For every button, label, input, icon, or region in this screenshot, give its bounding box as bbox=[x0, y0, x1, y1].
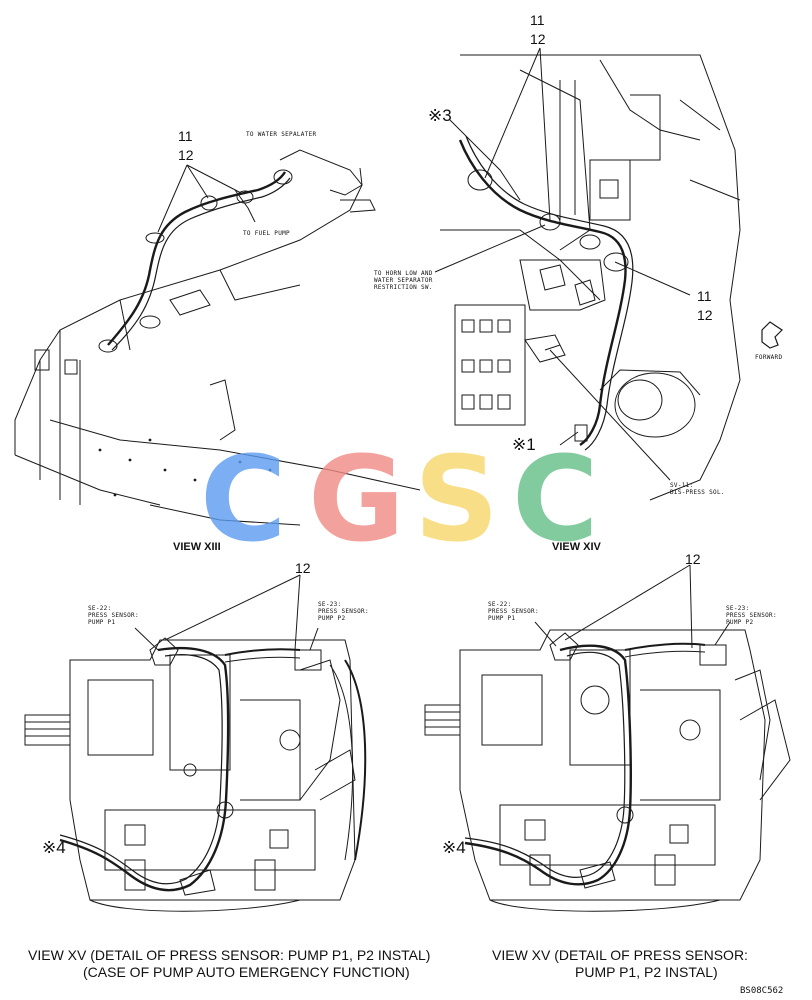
watermark-c1: C bbox=[200, 430, 287, 568]
se23-right-line1: SE-23: bbox=[726, 605, 750, 612]
se23-left-line2: PRESS SENSOR: bbox=[318, 608, 369, 615]
to-horn-label: TO HORN LOW AND WATER SEPARATOR RESTRICT… bbox=[374, 270, 433, 291]
reference-mark-3: ※3 bbox=[428, 106, 452, 125]
se22-left-line2: PRESS SENSOR: bbox=[88, 612, 139, 619]
to-water-separater-label: TO WATER SEPALATER bbox=[246, 131, 317, 138]
callout-12-view14-top: 12 bbox=[530, 31, 546, 47]
to-horn-line2: WATER SEPARATOR bbox=[374, 277, 433, 284]
caption-right-line2: PUMP P1, P2 INSTAL) bbox=[575, 964, 718, 980]
watermark-c2: C bbox=[512, 430, 599, 568]
view-xiii-title: VIEW XIII bbox=[173, 541, 221, 553]
watermark-letter-2: G bbox=[308, 440, 405, 558]
watermark-letter-1: C bbox=[200, 440, 287, 558]
se23-label-right: SE-23: PRESS SENSOR: PUMP P2 bbox=[726, 605, 777, 626]
se23-label-left: SE-23: PRESS SENSOR: PUMP P2 bbox=[318, 601, 369, 622]
to-horn-line3: RESTRICTION SW. bbox=[374, 284, 433, 291]
caption-left: VIEW XV (DETAIL OF PRESS SENSOR: PUMP P1… bbox=[28, 947, 430, 981]
callout-11-view13: 11 bbox=[178, 128, 193, 144]
view-xv-right-drawing bbox=[424, 564, 791, 912]
callout-12-view13: 12 bbox=[178, 147, 194, 163]
caption-left-line1: VIEW XV (DETAIL OF PRESS SENSOR: PUMP P1… bbox=[28, 947, 431, 963]
caption-right: VIEW XV (DETAIL OF PRESS SENSOR: PUMP P1… bbox=[492, 947, 748, 981]
callout-12-view15-left: 12 bbox=[295, 560, 311, 576]
watermark-letter-3: S bbox=[414, 440, 499, 558]
se22-right-line1: SE-22: bbox=[488, 601, 512, 608]
reference-mark-1: ※1 bbox=[512, 435, 536, 454]
se22-right-line2: PRESS SENSOR: bbox=[488, 608, 539, 615]
se22-left-line1: SE-22: bbox=[88, 605, 112, 612]
sv11-line1: SV-11: bbox=[670, 482, 694, 489]
to-fuel-pump-label: TO FUEL PUMP bbox=[243, 230, 290, 237]
se23-right-line3: PUMP P2 bbox=[726, 619, 754, 626]
forward-label: FORWARD bbox=[755, 354, 783, 361]
drawing-code: BS08C562 bbox=[740, 986, 784, 996]
caption-right-line1: VIEW XV (DETAIL OF PRESS SENSOR: bbox=[492, 947, 748, 963]
view-xiv-title: VIEW XIV bbox=[552, 541, 601, 553]
se22-label-right: SE-22: PRESS SENSOR: PUMP P1 bbox=[488, 601, 539, 622]
view-xiii-drawing bbox=[14, 149, 421, 526]
sv11-label: SV-11: DIS-PRESS SOL. bbox=[670, 482, 725, 496]
watermark-g: G bbox=[308, 430, 405, 568]
se23-right-line2: PRESS SENSOR: bbox=[726, 612, 777, 619]
reference-mark-4-left: ※4 bbox=[42, 838, 66, 857]
callout-12-view15-right: 12 bbox=[685, 551, 701, 567]
reference-mark-4-right: ※4 bbox=[442, 838, 466, 857]
sv11-line2: DIS-PRESS SOL. bbox=[670, 489, 725, 496]
se22-left-line3: PUMP P1 bbox=[88, 619, 116, 626]
watermark-s: S bbox=[414, 430, 499, 568]
to-horn-line1: TO HORN LOW AND bbox=[374, 270, 433, 277]
se23-left-line1: SE-23: bbox=[318, 601, 342, 608]
se23-left-line3: PUMP P2 bbox=[318, 615, 346, 622]
se22-right-line3: PUMP P1 bbox=[488, 615, 516, 622]
callout-11-view14-right: 11 bbox=[697, 288, 712, 304]
view-xv-left-drawing bbox=[24, 574, 367, 912]
callout-11-view14-top: 11 bbox=[530, 12, 545, 28]
caption-left-line2: (CASE OF PUMP AUTO EMERGENCY FUNCTION) bbox=[83, 964, 410, 980]
callout-12-view14-right: 12 bbox=[697, 307, 713, 323]
view-xiv-drawing bbox=[434, 47, 783, 501]
watermark-letter-4: C bbox=[512, 440, 599, 558]
se22-label-left: SE-22: PRESS SENSOR: PUMP P1 bbox=[88, 605, 139, 626]
